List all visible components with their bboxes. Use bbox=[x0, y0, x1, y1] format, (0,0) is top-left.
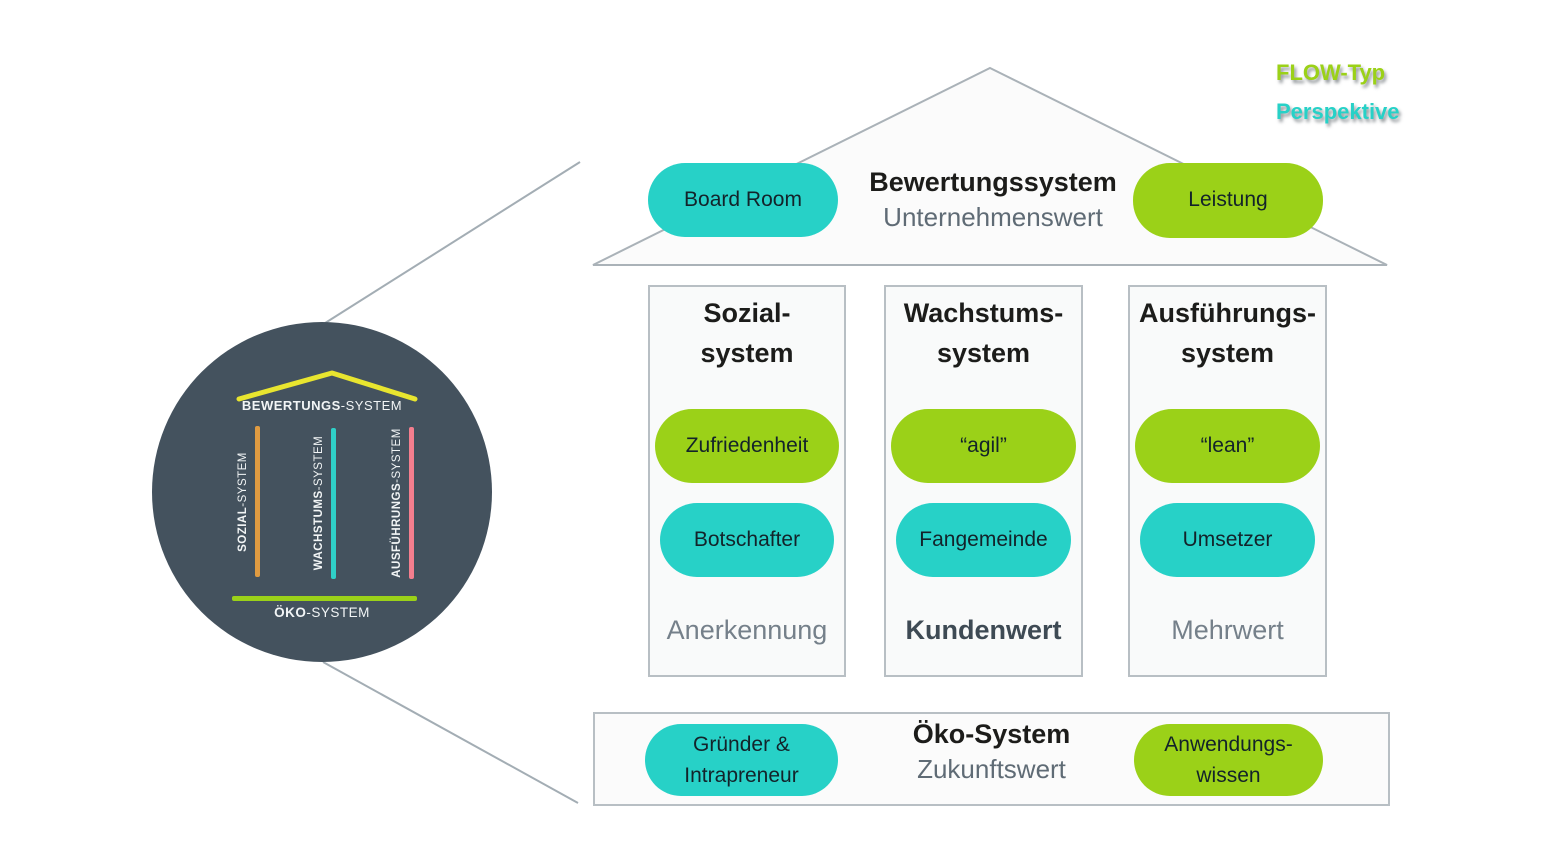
gruender-intrapreneur-pill: Gründer & Intrapreneur bbox=[645, 724, 838, 796]
label-bold-part: BEWERTUNGS bbox=[241, 398, 341, 413]
legend-flow-typ: FLOW-Typ bbox=[1276, 60, 1386, 85]
column-title: Wachstums- system bbox=[886, 293, 1081, 373]
mini-oeko-system-line bbox=[232, 596, 417, 601]
pill-line1: Anwendungs- bbox=[1164, 733, 1293, 756]
mini-ausfuehrungs-system-label: AUSFÜHRUNGS-SYSTEM bbox=[391, 428, 403, 578]
mini-bewertungs-system-label: BEWERTUNGS-SYSTEM bbox=[152, 398, 492, 413]
column-value-label: Kundenwert bbox=[905, 615, 1062, 645]
roof-subtitle: Unternehmenswert bbox=[883, 202, 1103, 232]
pill-line2: wissen bbox=[1196, 764, 1261, 787]
label-rest-part: -SYSTEM bbox=[313, 435, 325, 491]
connector-line-bottom bbox=[322, 661, 579, 804]
agil-pill: “agil” bbox=[891, 409, 1076, 483]
oeko-system-bar: Gründer & Intrapreneur Öko-System Zukunf… bbox=[593, 712, 1390, 806]
column-title-line1: Ausführungs- bbox=[1139, 298, 1316, 328]
column-sozialsystem: Sozial- system Zufriedenheit Botschafter… bbox=[648, 285, 846, 677]
roof-title: Bewertungssystem bbox=[869, 167, 1117, 197]
base-bar-title: Öko-System bbox=[912, 719, 1071, 749]
mini-pillar-wachstums bbox=[331, 428, 336, 579]
label-rest-part: -SYSTEM bbox=[340, 398, 403, 413]
board-room-pill: Board Room bbox=[648, 163, 838, 237]
zufriedenheit-pill: Zufriedenheit bbox=[655, 409, 839, 483]
fangemeinde-pill: Fangemeinde bbox=[896, 503, 1071, 577]
pill-line2: Intrapreneur bbox=[684, 764, 799, 787]
column-value-label: Anerkennung bbox=[666, 615, 828, 645]
pill-text: Gründer & Intrapreneur bbox=[684, 729, 798, 791]
column-title: Ausführungs- system bbox=[1130, 293, 1325, 373]
label-bold-part: AUSFÜHRUNGS bbox=[391, 482, 403, 578]
column-title-line1: Wachstums- bbox=[903, 298, 1064, 328]
leistung-pill: Leistung bbox=[1133, 163, 1323, 238]
lean-pill: “lean” bbox=[1135, 409, 1320, 483]
mini-sozial-system-label: SOZIAL-SYSTEM bbox=[237, 452, 249, 552]
pill-line1: Gründer & bbox=[693, 733, 790, 756]
column-title-line2: system bbox=[700, 338, 794, 368]
column-ausfuehrungssystem: Ausführungs- system “lean” Umsetzer Mehr… bbox=[1128, 285, 1327, 677]
column-wachstumssystem: Wachstums- system “agil” Fangemeinde Kun… bbox=[884, 285, 1083, 677]
label-rest-part: -SYSTEM bbox=[237, 452, 249, 507]
umsetzer-pill: Umsetzer bbox=[1140, 503, 1315, 577]
mini-pillar-sozial bbox=[255, 426, 260, 577]
base-bar-subtitle: Zukunftswert bbox=[917, 754, 1066, 784]
label-bold-part: WACHSTUMS bbox=[313, 490, 325, 571]
mini-roof-chevron bbox=[236, 370, 418, 402]
label-bold-part: SOZIAL bbox=[237, 506, 249, 552]
label-rest-part: -SYSTEM bbox=[306, 605, 370, 620]
anwendungswissen-pill: Anwendungs- wissen bbox=[1134, 724, 1323, 796]
column-title-line2: system bbox=[936, 338, 1031, 368]
botschafter-pill: Botschafter bbox=[660, 503, 834, 577]
label-rest-part: -SYSTEM bbox=[391, 428, 403, 483]
column-title: Sozial- system bbox=[650, 293, 844, 373]
mini-oeko-system-label: ÖKO-SYSTEM bbox=[152, 605, 492, 620]
pill-text: Anwendungs- wissen bbox=[1164, 729, 1292, 791]
column-title-line2: system bbox=[1180, 338, 1275, 368]
label-bold-part: ÖKO bbox=[274, 605, 307, 620]
connector-line-top bbox=[321, 161, 581, 326]
mini-wachstums-system-label: WACHSTUMS-SYSTEM bbox=[313, 436, 325, 571]
legend-perspektive: Perspektive bbox=[1276, 99, 1400, 124]
mini-pillar-ausfuehrungs bbox=[409, 427, 414, 579]
overview-circle: BEWERTUNGS-SYSTEM SOZIAL-SYSTEM WACHSTUM… bbox=[152, 322, 492, 662]
column-value-label: Mehrwert bbox=[1171, 615, 1284, 645]
column-title-line1: Sozial- bbox=[703, 298, 791, 328]
